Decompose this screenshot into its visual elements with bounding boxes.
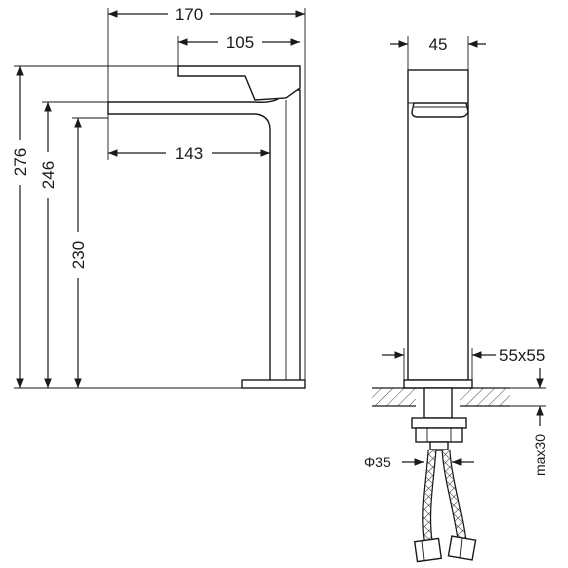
front-spout-outlet bbox=[411, 102, 469, 118]
dim-phi35-label: Φ35 bbox=[364, 454, 391, 470]
dim-143-label: 143 bbox=[175, 144, 203, 163]
hose-left-braid bbox=[423, 449, 436, 541]
dim-105-label: 105 bbox=[226, 33, 254, 52]
dim-246-label: 246 bbox=[39, 161, 58, 189]
side-handle-lever bbox=[177, 65, 301, 101]
side-base-plate bbox=[241, 379, 306, 389]
dim-230-label: 230 bbox=[69, 241, 88, 269]
hose-right-braid bbox=[442, 449, 466, 541]
front-view: 45 55x55 Φ35 max30 bbox=[364, 35, 548, 563]
dim-45-label: 45 bbox=[429, 35, 448, 54]
shank-end bbox=[429, 441, 449, 451]
hose-left-nut bbox=[413, 537, 443, 563]
side-handle-edge bbox=[244, 75, 256, 101]
hose-left-nut-facet bbox=[421, 540, 425, 561]
dim-55x55-label: 55x55 bbox=[499, 346, 545, 365]
fixing-nut bbox=[415, 427, 463, 443]
side-view: 170 105 143 276 246 230 bbox=[11, 5, 306, 389]
dim-max30-label: max30 bbox=[532, 434, 548, 476]
counter-left-hatch bbox=[372, 388, 416, 406]
counter-right-hatch bbox=[460, 388, 510, 406]
dim-276-label: 276 bbox=[11, 148, 30, 176]
hose-right-nut-facet bbox=[459, 537, 463, 559]
shank bbox=[423, 387, 453, 419]
front-body bbox=[407, 69, 469, 381]
front-base-plate bbox=[403, 379, 473, 389]
fixing-washer bbox=[411, 417, 467, 429]
side-body-outline bbox=[107, 89, 301, 384]
dim-170-label: 170 bbox=[175, 5, 203, 24]
